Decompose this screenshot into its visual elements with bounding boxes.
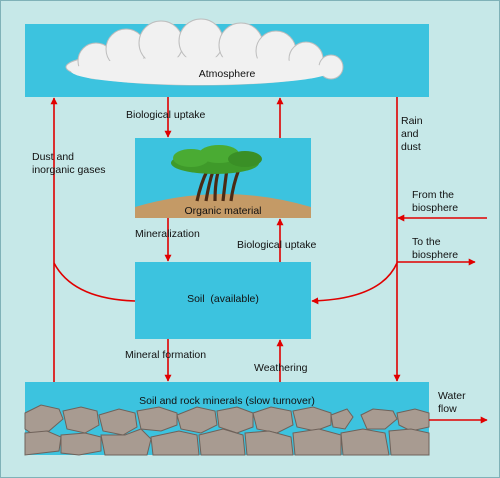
atmosphere-label: Atmosphere: [198, 68, 256, 80]
rock-layer: [24, 404, 430, 456]
soil-label: Soil (available): [187, 293, 259, 305]
label-weathering: Weathering: [254, 362, 308, 374]
soil-box: [135, 262, 311, 339]
label-mineralization: Mineralization: [135, 228, 200, 240]
label-from-biosphere: From the biosphere: [412, 189, 459, 214]
label-biological-uptake-mid: Biological uptake: [237, 239, 317, 251]
label-mineral-formation: Mineral formation: [125, 349, 207, 361]
soil-rock-label: Soil and rock minerals (slow turnover): [139, 395, 315, 407]
organic-material-label: Organic material: [184, 205, 262, 217]
label-biological-uptake-top: Biological uptake: [126, 109, 206, 121]
label-rain-dust: Rain and dust: [401, 115, 423, 153]
label-water-flow: Water flow: [438, 390, 466, 415]
arrow-rain-to-soil: [311, 262, 398, 305]
label-to-biosphere: To the biosphere: [412, 236, 459, 261]
arrow-soil-to-dust: [53, 262, 136, 302]
tree-icon: [171, 145, 262, 202]
ground-mound: [135, 194, 311, 218]
flow-arrows: [50, 97, 488, 424]
cloud-icon: [65, 18, 344, 86]
label-dust-inorganic: Dust and inorganic gases: [32, 151, 106, 176]
